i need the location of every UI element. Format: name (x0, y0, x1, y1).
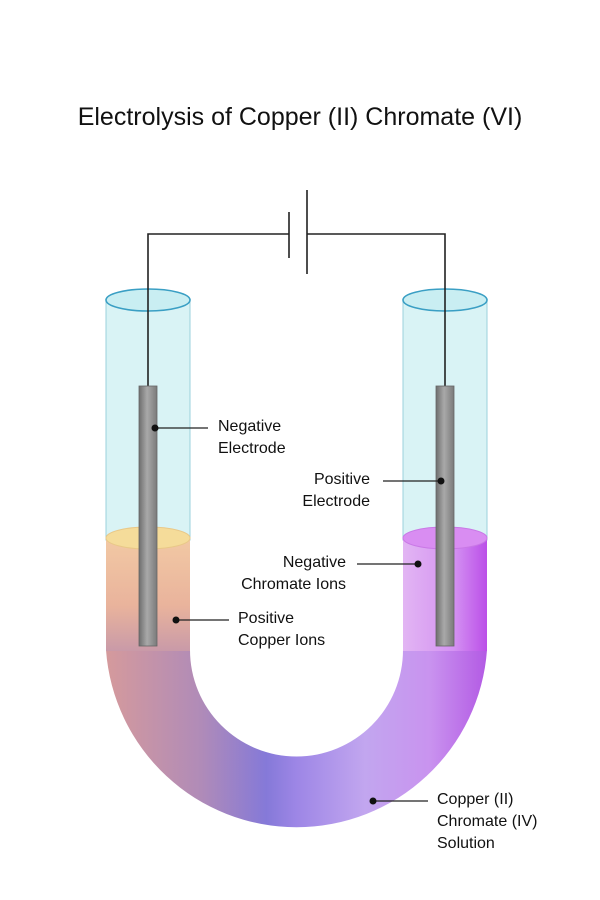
right-wire (307, 233, 446, 388)
label-positive-electrode: Positive Electrode (302, 471, 370, 510)
battery-cell-symbol (288, 190, 308, 274)
label-negative-chromate-ions: Negative Chromate Ions (241, 554, 346, 593)
diagram-title: Electrolysis of Copper (II) Chromate (VI… (77, 103, 523, 131)
leader-positive-electrode (383, 477, 445, 485)
negative-electrode (138, 385, 158, 647)
label-positive-copper-ions: Positive Copper Ions (238, 610, 326, 649)
leader-positive-copper-ions (172, 616, 229, 624)
positive-electrode (435, 385, 455, 647)
leader-negative-chromate-ions (357, 560, 422, 568)
u-bend-liquid (106, 640, 487, 828)
label-negative-electrode: Negative Electrode (218, 418, 286, 457)
leader-negative-electrode (151, 424, 208, 432)
leader-solution (369, 797, 428, 805)
label-solution: Copper (II) Chromate (IV) Solution (437, 791, 538, 852)
left-wire (147, 233, 289, 388)
